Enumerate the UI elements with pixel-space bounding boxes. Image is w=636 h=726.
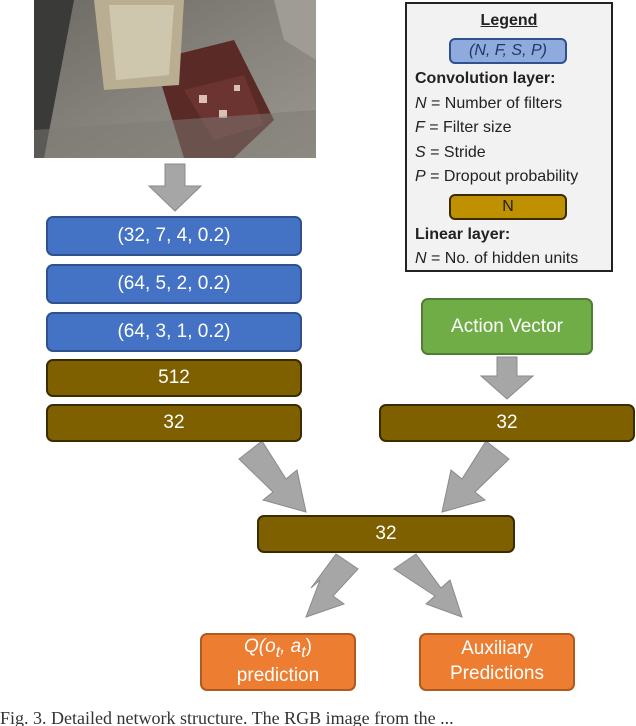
legend-conv-f: F = Filter size: [415, 119, 512, 136]
legend-title: Legend: [480, 12, 538, 29]
legend-linear-example: N: [449, 194, 567, 220]
auxiliary-predictions-box: Auxiliary Predictions: [419, 633, 575, 691]
legend-conv-p: P = Dropout probability: [415, 168, 579, 185]
q-prediction-label: prediction: [236, 664, 320, 686]
input-rgb-image: [34, 0, 316, 158]
legend-conv-s: S = Stride: [415, 144, 486, 161]
conv-layer-1: (32, 7, 4, 0.2): [46, 216, 302, 256]
aux-line-1: Auxiliary: [461, 638, 533, 660]
linear-layer-512: 512: [46, 359, 302, 397]
arrow-image-to-conv: [147, 163, 203, 212]
linear-layer-merged-32: 32: [257, 515, 515, 553]
q-prediction-box: Q(ot, at) prediction: [200, 633, 356, 691]
action-vector-box: Action Vector: [421, 298, 593, 355]
legend-conv-header: Convolution layer:: [415, 70, 556, 87]
conv-layer-2: (64, 5, 2, 0.2): [46, 264, 302, 304]
arrow-merged-to-q: [305, 553, 359, 618]
arrow-right-to-merged: [441, 440, 510, 513]
legend-linear-n: N = No. of hidden units: [415, 250, 579, 267]
legend-panel: Legend (N, F, S, P) Convolution layer: N…: [405, 2, 613, 272]
q-prediction-formula: Q(ot, at): [244, 636, 312, 662]
legend-conv-example: (N, F, S, P): [449, 38, 567, 64]
arrow-action-down: [479, 356, 535, 400]
legend-conv-n: N = Number of filters: [415, 95, 563, 112]
aux-line-2: Predictions: [450, 663, 544, 684]
linear-layer-action-32: 32: [379, 404, 635, 442]
legend-linear-header: Linear layer:: [415, 226, 511, 243]
conv-layer-3: (64, 3, 1, 0.2): [46, 312, 302, 352]
linear-layer-image-32: 32: [46, 404, 302, 442]
figure-caption: Fig. 3. Detailed network structure. The …: [0, 708, 454, 726]
arrow-merged-to-aux: [393, 553, 463, 618]
arrow-left-to-merged: [238, 440, 307, 513]
